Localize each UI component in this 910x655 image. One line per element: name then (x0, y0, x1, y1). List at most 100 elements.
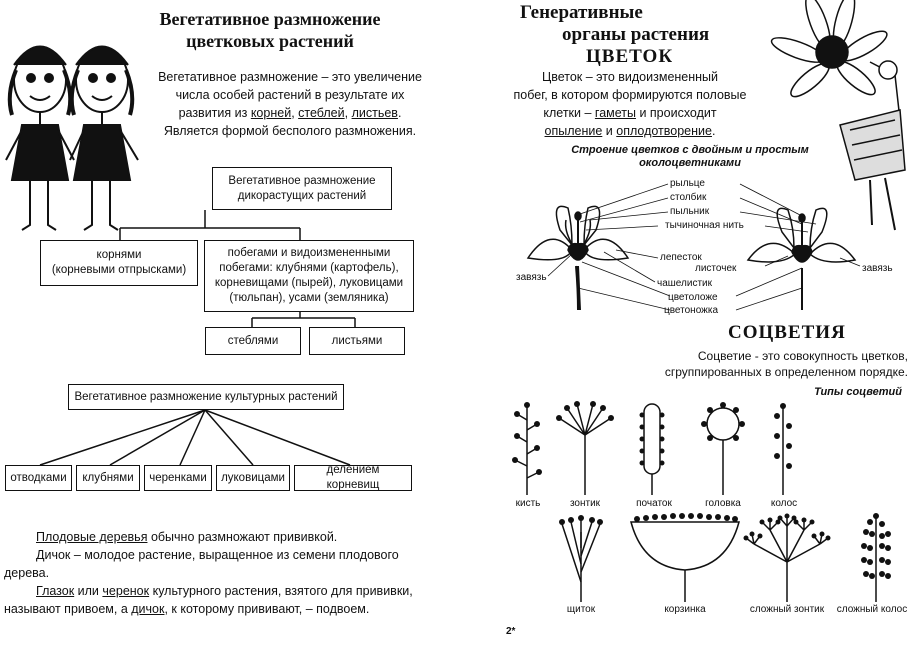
title-line: Строение цветков с двойным и простым (571, 144, 809, 156)
title-line: цветковых растений (186, 31, 354, 51)
text: или (74, 584, 103, 598)
capitulum-icon (630, 513, 740, 602)
inflorescence-label: кисть (515, 498, 541, 509)
inflorescence-label: сложный зонтик (749, 604, 825, 615)
flower-structure-diagram (526, 183, 861, 311)
corymb-icon (559, 515, 603, 602)
umbel-icon (556, 401, 614, 495)
term-wilding: дичок (131, 602, 165, 616)
box-line: побегами: клубнями (картофель), (219, 262, 399, 274)
text: , к которому прививают, – подвоем. (164, 602, 370, 616)
text: клетки – (543, 106, 595, 120)
text-line: Цветок – это видоизмененный (541, 70, 719, 84)
text-line: Вегетативное размножение – это увеличени… (158, 70, 422, 84)
text: . (711, 124, 716, 138)
inflorescence-label: зонтик (569, 498, 601, 509)
text-line: называют привоем, а дичок, к которому пр… (4, 600, 424, 618)
left-page-title: Вегетативное размножение цветковых расте… (100, 8, 440, 52)
method-box: клубнями (76, 465, 140, 491)
title-line: Генеративные (520, 2, 643, 23)
text-line: Соцветие - это совокупность цветков, (697, 349, 908, 363)
text: обычно размножают прививкой. (147, 530, 338, 544)
text-line: развития из корней, стеблей, листьев. (140, 104, 440, 122)
label-receptacle: цветоложе (668, 292, 718, 303)
title-line: околоцветниками (639, 157, 741, 169)
text: культурного растения, взятого для привив… (149, 584, 413, 598)
label-style: столбик (670, 192, 707, 203)
term-pollination: опыление (544, 124, 603, 138)
spadix-icon (639, 403, 665, 495)
text-line: дерева. (4, 566, 50, 580)
flower-fairy-illustration (770, 0, 906, 231)
term-fruit-trees: Плодовые деревья (36, 530, 148, 544)
term-bud: Глазок (36, 584, 75, 598)
spike-icon (774, 403, 792, 495)
text-line: Является формой бесполого размножения. (163, 124, 417, 138)
inflorescence-label: щиток (566, 604, 596, 615)
inflorescence-types-title: Типы соцветий (814, 386, 902, 398)
head-icon (701, 402, 745, 495)
label-tepal: листочек (695, 263, 737, 274)
box-line: Вегетативное размножение (228, 174, 376, 187)
vegetative-definition: Вегетативное размножение – это увеличени… (140, 68, 440, 140)
label-ovary-left: завязь (516, 272, 547, 283)
compound-umbel-icon (743, 513, 831, 602)
label-filament: тычиночная нить (665, 220, 744, 231)
text: развития из (178, 106, 251, 120)
inflorescence-label: головка (705, 498, 741, 509)
flower-title: ЦВЕТОК (586, 46, 674, 67)
text-line: Глазок или черенок культурного растения,… (4, 582, 424, 600)
page-number: 2* (506, 626, 516, 637)
title-line: органы растения (562, 24, 710, 45)
leaves-box: листьями (309, 327, 405, 355)
wild-plants-box: Вегетативное размножение дикорастущих рас… (212, 167, 392, 210)
box-line: (корневыми отпрысками) (51, 264, 187, 276)
roots-box: корнями (корневыми отпрысками) (40, 240, 198, 286)
title-line: Вегетативное размножение (159, 9, 381, 29)
text: , (291, 106, 299, 120)
term-stems: стеблей (298, 106, 345, 120)
box-line: (тюльпан), усами (земляника) (229, 292, 389, 304)
inflorescence-definition: Соцветие - это совокупность цветков, сгр… (640, 348, 908, 380)
text: . (397, 106, 402, 120)
twin-girls-illustration (5, 45, 139, 231)
method-box: черенками (144, 465, 212, 491)
label-anther: пыльник (670, 206, 710, 217)
term-wilding: Дичок (36, 548, 71, 562)
flower-structure-title: Строение цветков с двойным и простым око… (560, 144, 820, 170)
stems-box: стеблями (205, 327, 301, 355)
inflorescence-label: початок (636, 498, 672, 509)
compound-spike-icon (861, 513, 891, 602)
wild-tree-lines (39, 210, 356, 466)
term-gametes: гаметы (594, 106, 636, 120)
raceme-icon (512, 402, 542, 495)
inflorescence-label: сложный колос (836, 604, 908, 615)
text: и (602, 124, 617, 138)
method-box: отводками (5, 465, 72, 491)
label-petal: лепесток (660, 252, 702, 263)
shoots-box: побегами и видоизмененными побегами: клу… (204, 240, 414, 312)
text-line: опыление и оплодотворение. (505, 122, 755, 140)
text-line: Плодовые деревья обычно размножают приви… (4, 528, 424, 546)
label-ovary-right: завязь (862, 263, 893, 274)
text: называют привоем, а (4, 602, 132, 616)
text-line: клетки – гаметы и происходит (505, 104, 755, 122)
inflorescence-label: корзинка (664, 604, 706, 615)
term-cutting: черенок (102, 584, 150, 598)
method-box: луковицами (216, 465, 290, 491)
label-stigma: рыльце (670, 178, 705, 189)
label-sepal: чашелистик (657, 278, 712, 289)
text: и происходит (635, 106, 717, 120)
inflorescence-label: колос (770, 498, 798, 509)
text-line: сгруппированных в определенном порядке. (664, 365, 908, 379)
generative-title: Генеративные органы растения (520, 2, 709, 46)
flower-definition: Цветок – это видоизмененный побег, в кот… (505, 68, 755, 140)
box-line: корнями (96, 249, 142, 261)
label-pedicel: цветоножка (664, 305, 719, 316)
box-line: дикорастущих растений (237, 189, 367, 202)
term-fertilization: оплодотворение (616, 124, 712, 138)
text-line: побег, в котором формируются половые (513, 88, 747, 102)
text-line: Дичок – молодое растение, выращенное из … (4, 546, 424, 564)
term-roots: корней (250, 106, 292, 120)
inflorescence-title: СОЦВЕТИЯ (728, 322, 846, 343)
